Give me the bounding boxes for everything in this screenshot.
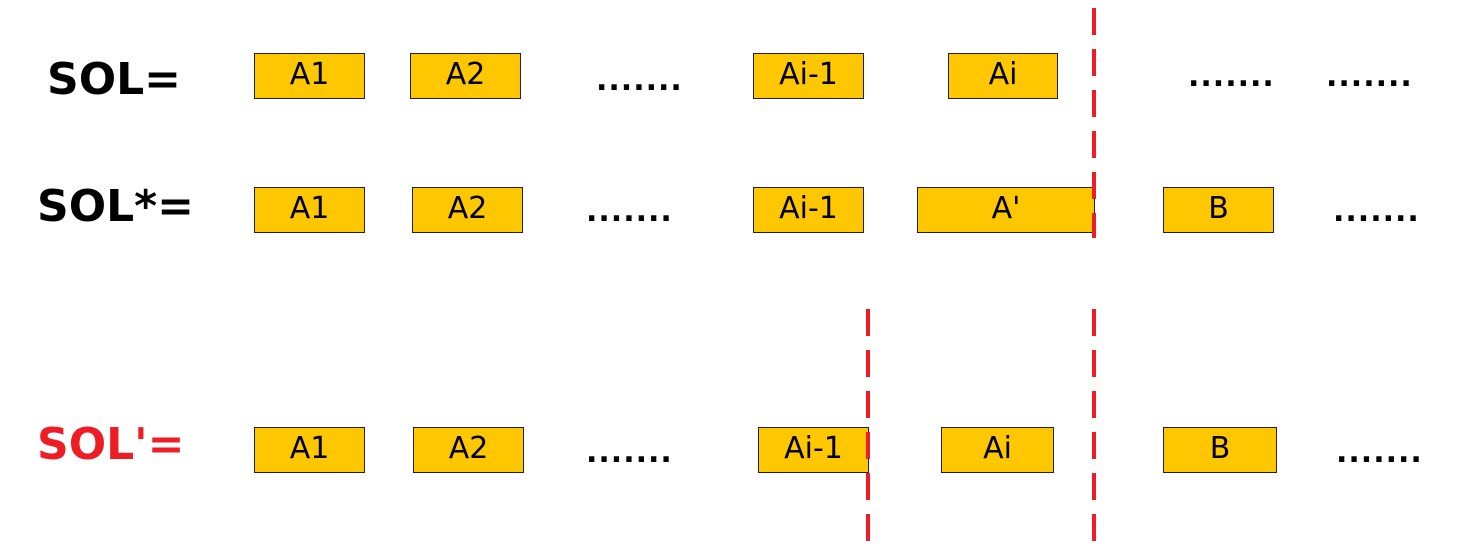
box-a2: A2 (410, 53, 521, 99)
box-a2: A2 (412, 187, 523, 233)
box-ai-minus-1: Ai-1 (753, 53, 864, 99)
row-label-sol-star: SOL*= (37, 181, 195, 232)
box-a2: A2 (413, 427, 524, 473)
ellipsis: ....... (586, 194, 673, 229)
box-b: B (1163, 427, 1277, 473)
box-a1: A1 (254, 427, 365, 473)
box-a1: A1 (254, 53, 365, 99)
box-ai-minus-1: Ai-1 (758, 427, 869, 473)
ellipsis: ....... (1326, 59, 1413, 94)
box-a1: A1 (254, 187, 365, 233)
box-a-prime: A' (917, 187, 1095, 233)
cut-line-dashed (1092, 309, 1096, 549)
row-label-sol-prime: SOL'= (37, 419, 185, 470)
ellipsis: ....... (586, 435, 673, 470)
ellipsis: ....... (596, 63, 683, 98)
ellipsis: ....... (1188, 59, 1275, 94)
box-ai-minus-1: Ai-1 (753, 187, 864, 233)
cut-line-dashed (1092, 8, 1096, 238)
box-ai: Ai (948, 53, 1058, 99)
ellipsis: ....... (1336, 435, 1423, 470)
cut-line-dashed (866, 309, 870, 554)
ellipsis: ....... (1333, 194, 1420, 229)
row-label-sol: SOL= (47, 54, 181, 105)
box-ai: Ai (941, 427, 1054, 473)
box-b: B (1163, 187, 1274, 233)
